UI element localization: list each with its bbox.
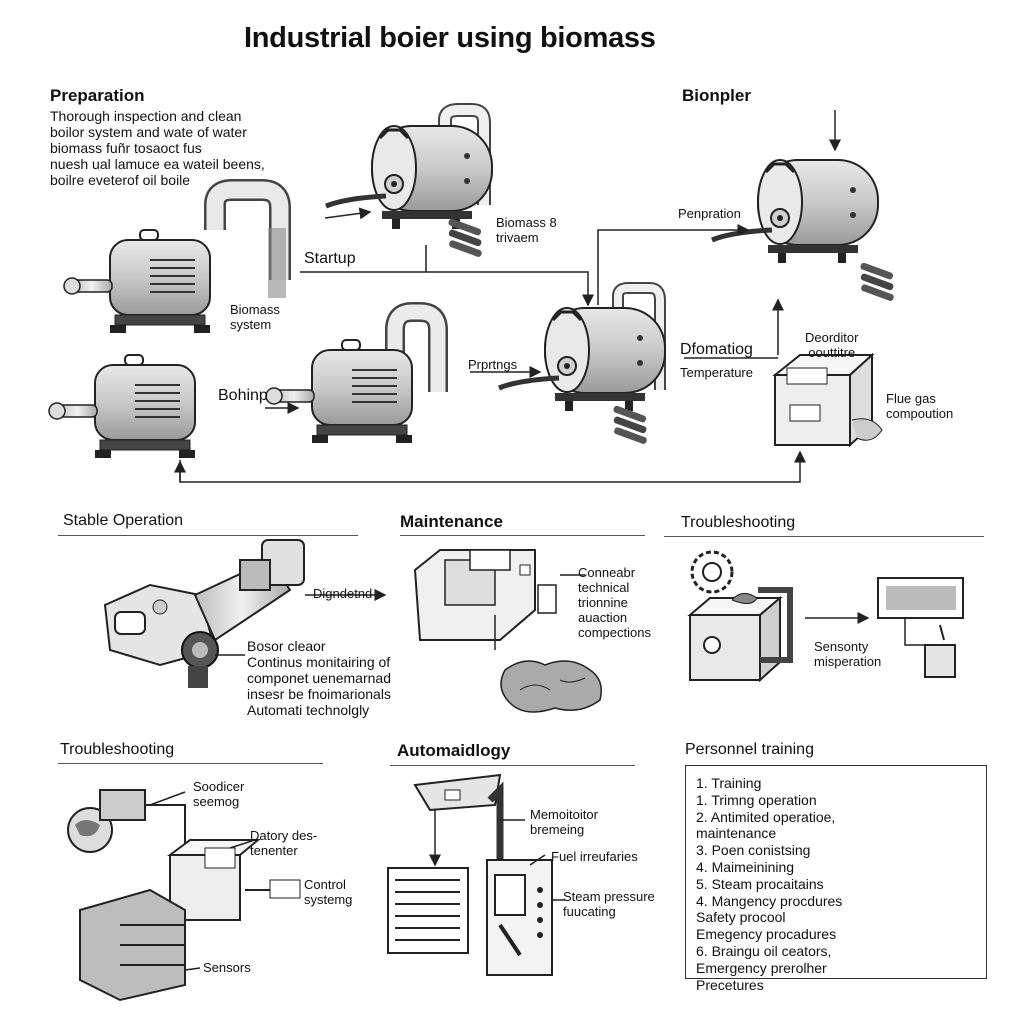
stable-line: insesr be fnoimarionals xyxy=(247,686,391,703)
deorditor-line: oouttitre xyxy=(808,344,856,360)
training-item: 1. Trimng operation xyxy=(696,791,817,808)
datory-line: Datory des- xyxy=(250,828,318,843)
training-item: Emergency prerolher xyxy=(696,959,827,976)
penpration-label: Penpration xyxy=(678,206,741,221)
preparation-line: Thorough inspection and clean xyxy=(50,108,242,124)
training-panel xyxy=(685,765,987,979)
memoitoior-line: bremeing xyxy=(530,821,585,837)
biomass-trivaem-line: trivaem xyxy=(496,229,539,245)
deorditor-line: Deorditor xyxy=(805,330,859,345)
steam-line: Steam pressure xyxy=(563,889,655,904)
training-item: 1. Training xyxy=(696,775,762,791)
stable-operation-notes: Bosor cleaor Continus monitairing of com… xyxy=(247,638,391,718)
stable-line: componet uenemarnad xyxy=(247,670,391,687)
maintenance-line: technical xyxy=(578,579,630,595)
stable-line: Continus monitairing of xyxy=(247,654,391,671)
biomass-trivaem-label: Biomass 8 trivaem xyxy=(496,215,557,246)
training-item: 6. Braingu oil ceators, xyxy=(696,942,832,959)
stable-operation-heading: Stable Operation xyxy=(63,512,184,529)
memoitoior-line: Memoitoitor xyxy=(530,807,598,822)
training-item: Precetures xyxy=(696,976,764,993)
dignde-label: Digndetnd xyxy=(313,586,373,601)
control-line: systemg xyxy=(304,891,353,907)
training-list: 1. Training 1. Trimng operation 2. Antim… xyxy=(696,775,842,993)
section-divider xyxy=(58,535,358,536)
training-item: 4. Mangency procdures xyxy=(696,892,843,909)
maintenance-line: Conneabr xyxy=(578,565,636,580)
training-item: 2. Antimited operatioe, xyxy=(696,808,836,825)
preparation-line: boilor system and wate of water xyxy=(50,124,247,141)
startup-label: Startup xyxy=(304,250,356,267)
steam-pressure-label: Steam pressure fuucating xyxy=(563,889,655,920)
troubleshooting-heading-1: Troubleshooting xyxy=(681,514,796,531)
training-item: 4. Maimeinining xyxy=(696,858,795,875)
dfomatiog-label: Dfomatiog xyxy=(680,341,753,358)
deorditor-label: Deorditor oouttitre xyxy=(805,330,859,361)
training-item: 3. Poen conistsing xyxy=(696,842,811,859)
maintenance-line: compections xyxy=(578,624,651,640)
section-divider xyxy=(390,765,635,766)
maintenance-heading: Maintenance xyxy=(400,512,503,531)
stable-line: Bosor cleaor xyxy=(247,638,326,654)
bionpler-label: Bionpler xyxy=(682,86,751,105)
flue-gas-line: Flue gas xyxy=(886,391,936,406)
memoitoior-label: Memoitoitor bremeing xyxy=(530,807,598,838)
control-line: Control xyxy=(304,877,346,892)
flue-gas-line: compoution xyxy=(886,405,954,421)
fuel-label: Fuel irreufaries xyxy=(551,849,638,864)
preparation-line: boilre eveterof oil boile xyxy=(50,172,191,189)
biomass-system-label: Biomass system xyxy=(230,302,280,333)
temperature-label: Temperature xyxy=(680,365,753,380)
training-item: 5. Steam procaitains xyxy=(696,875,824,892)
datory-line: tenenter xyxy=(250,842,298,858)
soodicer-line: seemog xyxy=(193,793,240,809)
prprtngs-label: Prprtngs xyxy=(468,357,518,372)
sensonty-label: Sensonty misperation xyxy=(814,639,882,670)
preparation-line: nuesh ual lamuce ea wateil beens, xyxy=(50,156,265,173)
steam-line: fuucating xyxy=(563,903,616,919)
personnel-training-heading: Personnel training xyxy=(685,741,814,758)
section-divider xyxy=(664,536,984,537)
stable-line: Automati technolgly xyxy=(247,702,370,719)
datory-label: Datory des- tenenter xyxy=(250,828,318,859)
maintenance-line: auaction xyxy=(578,609,628,625)
preparation-line: biomass fuñr tosaoct fus xyxy=(50,140,202,157)
preparation-description: Thorough inspection and clean boilor sys… xyxy=(50,108,265,188)
maintenance-notes: Conneabr technical trionnine auaction co… xyxy=(578,565,651,641)
flue-gas-label: Flue gas compoution xyxy=(886,391,954,422)
section-divider xyxy=(58,763,323,764)
sensonty-line: Sensonty xyxy=(814,639,869,654)
training-item: Safety procool xyxy=(696,909,786,926)
soodicer-label: Soodicer seemog xyxy=(193,779,245,810)
sensonty-line: misperation xyxy=(814,653,882,669)
section-divider xyxy=(400,535,645,536)
biomass-system-line: system xyxy=(230,316,272,332)
maintenance-line: trionnine xyxy=(578,594,628,610)
page-title: Industrial boier using biomass xyxy=(244,22,656,54)
troubleshooting-heading-2: Troubleshooting xyxy=(60,741,175,758)
soodicer-line: Soodicer xyxy=(193,779,245,794)
preparation-heading: Preparation xyxy=(50,86,145,105)
control-systemg-label: Control systemg xyxy=(304,877,353,908)
bohinp-label: Bohinp xyxy=(218,387,268,404)
training-item: Emegency procadures xyxy=(696,926,837,943)
sensors-label: Sensors xyxy=(203,960,251,975)
training-item: maintenance xyxy=(696,825,777,842)
automation-heading: Automaidlogy xyxy=(397,741,511,760)
biomass-system-line: Biomass xyxy=(230,302,280,317)
biomass-trivaem-line: Biomass 8 xyxy=(496,215,557,230)
